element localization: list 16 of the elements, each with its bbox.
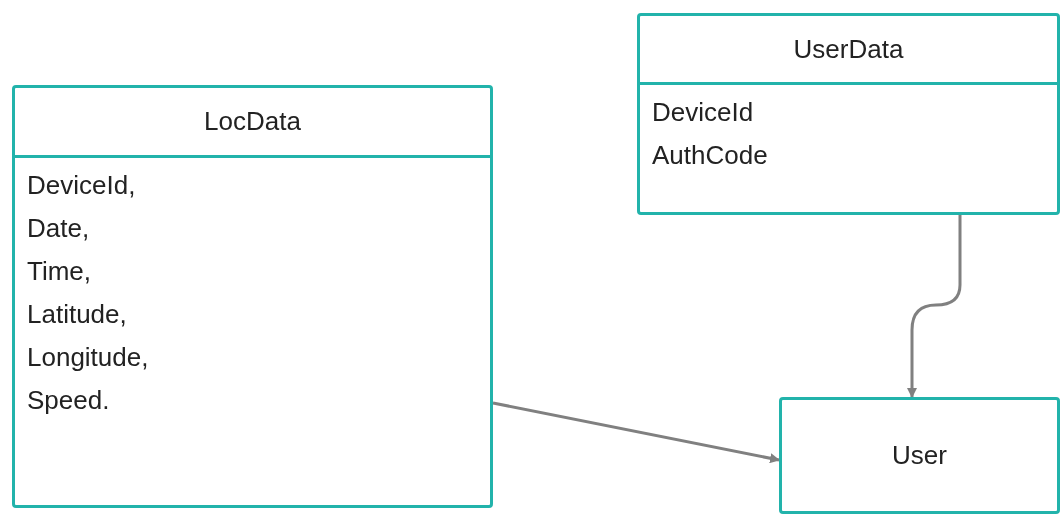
attribute-text: Time, [27, 255, 93, 288]
attribute-text: Date, [27, 212, 91, 245]
entity-box [12, 85, 493, 508]
attribute-text: DeviceId, [27, 169, 137, 202]
attribute-text: Latitude, [27, 298, 128, 331]
arrow [907, 215, 962, 398]
entity-name: LocData [204, 106, 301, 137]
attribute-text: AuthCode [652, 139, 769, 172]
entity-box [637, 13, 1060, 215]
entity-name: UserData [793, 33, 904, 65]
entity-name: User [892, 440, 947, 471]
arrow [492, 401, 780, 464]
attribute-text: Longitude, [27, 341, 150, 374]
attribute-text: Speed. [27, 384, 111, 417]
attribute-text: DeviceId [652, 96, 755, 129]
entity-box [779, 397, 1060, 514]
